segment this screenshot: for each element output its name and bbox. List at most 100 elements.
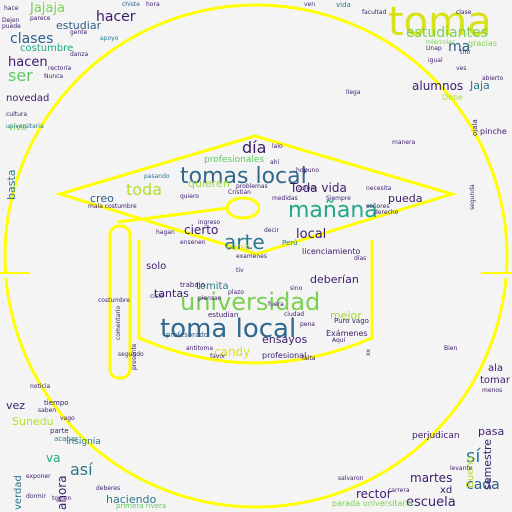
- word-30: tomita: [196, 281, 229, 292]
- word-24: local: [296, 227, 327, 242]
- word-29: tantas: [154, 287, 189, 300]
- word-35: estudiar: [56, 19, 102, 32]
- word-4: mañana: [288, 198, 378, 223]
- word-141: tiv: [236, 267, 244, 274]
- word-76: necesita: [366, 185, 392, 192]
- word-90: parte: [50, 427, 69, 435]
- word-19: rector: [356, 487, 392, 501]
- word-69: Debe: [442, 93, 464, 102]
- word-133: gente: [70, 29, 88, 36]
- word-20: toda: [126, 180, 163, 199]
- mortarboard-top: [54, 134, 458, 256]
- word-118: dormir: [26, 493, 46, 500]
- word-61: trabajo: [180, 281, 205, 289]
- word-68: abierto: [482, 75, 504, 82]
- word-12: escuela: [406, 495, 456, 510]
- word-37: novedad: [6, 93, 50, 104]
- word-5: arte: [224, 230, 265, 254]
- word-84: acabar: [54, 435, 79, 443]
- word-70: gracias: [468, 39, 497, 48]
- cap-body: [137, 240, 374, 365]
- word-126: medidas: [272, 195, 298, 202]
- word-58: curso: [226, 243, 251, 253]
- word-62: Puro vago: [334, 317, 369, 325]
- word-67: pinche: [480, 127, 507, 136]
- word-17: haciendo: [106, 493, 157, 506]
- word-120: salvaron: [338, 475, 364, 482]
- word-7: clases: [10, 31, 54, 47]
- word-91: vida: [336, 1, 351, 9]
- word-129: señores: [366, 203, 390, 210]
- word-78: hagan: [156, 229, 175, 236]
- word-96: Dejen: [2, 17, 20, 24]
- tassel-hang: [108, 224, 132, 380]
- word-94: chiste: [122, 1, 140, 8]
- word-56: licenciamiento: [302, 247, 361, 256]
- word-22: quieren: [188, 177, 230, 190]
- word-45: ahora: [55, 475, 69, 510]
- word-122: Nunca: [44, 73, 64, 80]
- word-145: ven: [304, 1, 316, 8]
- word-36: costumbre: [20, 43, 74, 54]
- word-34: Jajaja: [30, 1, 65, 16]
- word-39: ma: [448, 39, 471, 55]
- word-15: cada: [466, 477, 500, 493]
- word-6: estudiantes: [406, 25, 488, 41]
- word-93: hora: [146, 1, 160, 8]
- word-71: costumbre: [98, 297, 130, 304]
- word-51: profesionales: [204, 155, 265, 165]
- word-40: basta: [5, 169, 18, 200]
- word-66: estudian: [208, 311, 239, 319]
- word-86: deberes: [96, 485, 121, 492]
- word-18: martes: [410, 471, 453, 485]
- word-14: sí: [466, 446, 481, 467]
- word-2: universidad: [180, 288, 321, 316]
- word-13: día: [242, 138, 267, 157]
- word-26: ensayos: [262, 333, 308, 346]
- word-25: deberían: [310, 273, 359, 286]
- word-136: ciudad: [284, 311, 305, 318]
- word-148: hoy: [296, 167, 308, 174]
- word-77: derecho: [374, 209, 399, 216]
- word-100: apoyo: [100, 35, 119, 42]
- word-63: parada universitaria: [332, 499, 413, 508]
- word-60: Exámenes: [326, 329, 368, 338]
- word-97: puede: [2, 23, 21, 30]
- word-135: ves: [456, 65, 467, 72]
- word-109: favor: [210, 353, 226, 360]
- word-143: lalo: [272, 143, 283, 150]
- word-32: solo: [146, 261, 167, 272]
- word-53: tomar: [479, 375, 510, 386]
- word-102: miércoles: [426, 39, 455, 46]
- word-57: profesorado: [166, 331, 209, 339]
- word-87: noticia: [30, 383, 51, 390]
- word-123: danza: [70, 51, 89, 58]
- word-1: toma local: [160, 314, 297, 344]
- word-11: alumnos: [412, 79, 464, 93]
- word-81: ensenen: [180, 239, 206, 246]
- word-75: Siempre: [326, 195, 351, 202]
- word-95: parece: [30, 15, 51, 22]
- word-105: días: [354, 255, 367, 262]
- word-49: Sunedu: [12, 415, 54, 428]
- word-98: universitaria: [6, 123, 44, 130]
- word-107: sino: [290, 285, 303, 292]
- word-83: piensan: [198, 295, 222, 302]
- word-99: cultura: [6, 111, 28, 118]
- word-108: antitoma: [186, 345, 214, 352]
- word-146: puno: [304, 167, 320, 174]
- word-147: carrera: [388, 487, 410, 494]
- word-132: hace: [4, 5, 19, 12]
- word-65: examenes: [236, 253, 267, 260]
- word-55: perjudican: [412, 431, 460, 441]
- word-103: Unap: [426, 45, 442, 52]
- word-92: facultad: [362, 9, 387, 16]
- tassel-button: [225, 196, 261, 220]
- word-16: así: [70, 460, 93, 479]
- word-138: falta: [302, 355, 316, 362]
- tassel-cord: [117, 206, 229, 224]
- word-72: pasando: [144, 173, 170, 180]
- word-82: Perú: [282, 239, 298, 247]
- word-127: problemas: [236, 183, 268, 190]
